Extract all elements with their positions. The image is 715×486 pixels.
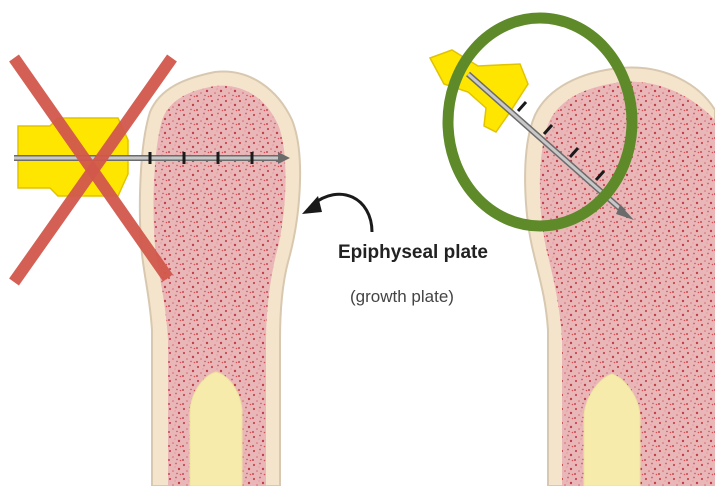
- epiphyseal-plate-label: Epiphyseal plate: [338, 242, 488, 264]
- right-bone: [525, 68, 715, 486]
- left-bone-marrow-cavity: [190, 372, 242, 486]
- growth-plate-label: (growth plate): [350, 287, 454, 307]
- right-bone-marrow-cavity: [584, 374, 640, 486]
- pointer-arrow: [302, 194, 372, 232]
